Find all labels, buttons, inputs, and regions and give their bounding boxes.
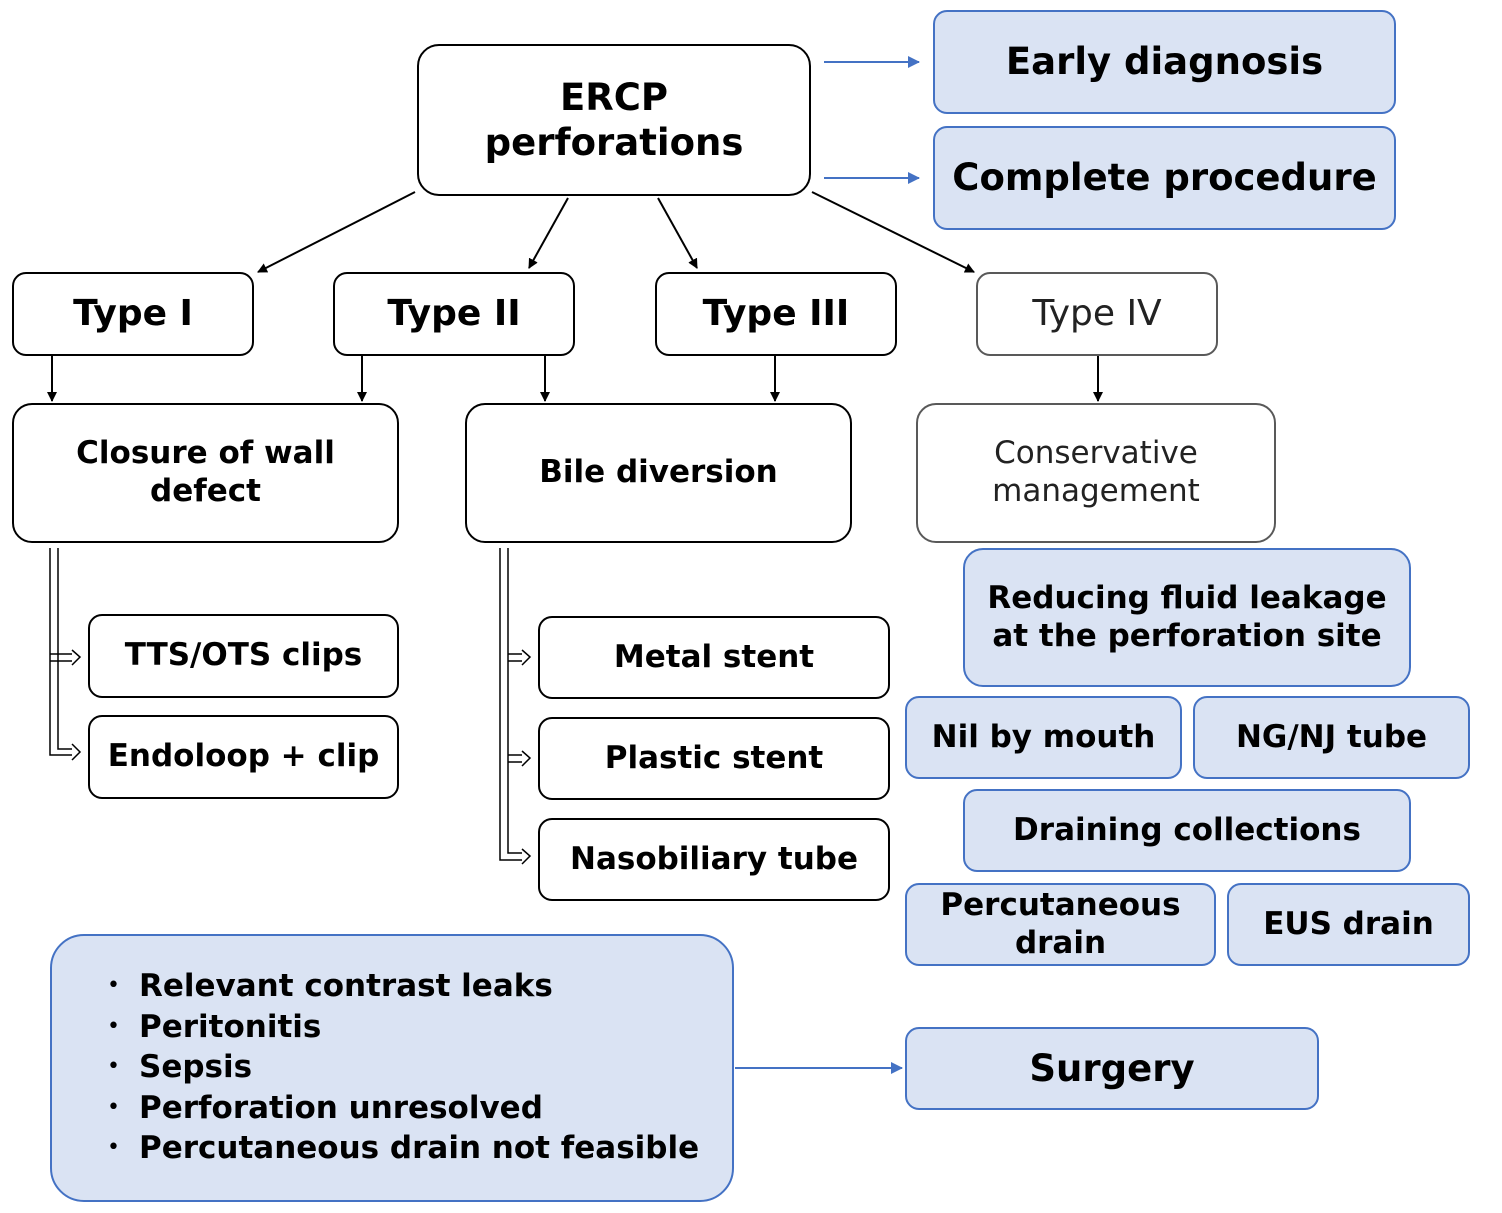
type-3-node: Type III	[655, 272, 897, 356]
conservative-label-line2: management	[992, 473, 1200, 509]
ng-nj-tube-node: NG/NJ tube	[1193, 696, 1470, 779]
percutaneous-label-line1: Percutaneous	[940, 886, 1181, 923]
surgery-criteria-box: Relevant contrast leaks Peritonitis Seps…	[50, 934, 734, 1202]
metal-stent-node: Metal stent	[538, 616, 890, 699]
percutaneous-label-line2: drain	[1014, 924, 1107, 961]
nasobiliary-tube-node: Nasobiliary tube	[538, 818, 890, 901]
root-node-ercp-perforations: ERCP perforations	[417, 44, 811, 196]
reducing-label-line1: Reducing fluid leakage	[987, 579, 1387, 616]
arrow-root-type2	[528, 197, 569, 269]
root-label-line1: ERCP	[559, 75, 669, 119]
type-1-node: Type I	[12, 272, 254, 356]
complete-procedure-node: Complete procedure	[933, 126, 1396, 230]
closure-label-line2: defect	[150, 473, 261, 509]
endoloop-clip-node: Endoloop + clip	[88, 715, 399, 799]
plastic-stent-node: Plastic stent	[538, 717, 890, 800]
percutaneous-drain-node: Percutaneous drain	[905, 883, 1216, 966]
tts-ots-clips-node: TTS/OTS clips	[88, 614, 399, 698]
reducing-fluid-leakage-node: Reducing fluid leakage at the perforatio…	[963, 548, 1411, 687]
criteria-item: Percutaneous drain not feasible	[107, 1128, 712, 1169]
eus-drain-node: EUS drain	[1227, 883, 1470, 966]
arrow-root-type4	[811, 191, 975, 273]
closure-of-wall-defect-node: Closure of wall defect	[12, 403, 399, 543]
root-label-line2: perforations	[484, 121, 744, 164]
early-diagnosis-node: Early diagnosis	[933, 10, 1396, 114]
arrow-root-type1	[257, 191, 416, 273]
type-2-node: Type II	[333, 272, 575, 356]
closure-bracket	[49, 548, 82, 761]
criteria-item: Sepsis	[107, 1047, 712, 1088]
draining-collections-node: Draining collections	[963, 789, 1411, 872]
reducing-label-line2: at the perforation site	[992, 617, 1382, 654]
arrow-root-type3	[657, 197, 698, 269]
nil-by-mouth-node: Nil by mouth	[905, 696, 1182, 779]
bile-bracket	[499, 548, 532, 865]
criteria-item: Relevant contrast leaks	[107, 966, 712, 1007]
surgery-criteria-list: Relevant contrast leaks Peritonitis Seps…	[107, 966, 712, 1169]
closure-label-line1: Closure of wall	[76, 435, 335, 472]
conservative-management-node: Conservative management	[916, 403, 1276, 543]
criteria-item: Peritonitis	[107, 1007, 712, 1048]
surgery-node: Surgery	[905, 1027, 1319, 1110]
criteria-item: Perforation unresolved	[107, 1088, 712, 1129]
type-4-node: Type IV	[976, 272, 1218, 356]
conservative-label-line1: Conservative	[994, 435, 1198, 472]
bile-diversion-node: Bile diversion	[465, 403, 852, 543]
